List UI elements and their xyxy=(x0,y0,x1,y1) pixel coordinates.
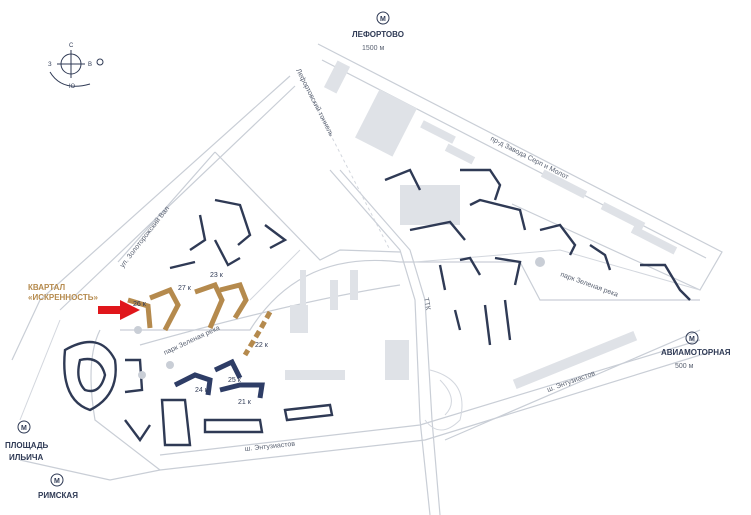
compass-west: З xyxy=(48,62,52,68)
metro-rimskaya: M РИМСКАЯ xyxy=(38,473,78,500)
compass-south: Ю xyxy=(69,84,75,90)
label-building-24: 24 к xyxy=(195,387,209,394)
svg-text:500 м: 500 м xyxy=(675,363,694,370)
metro-icon xyxy=(376,11,390,25)
svg-text:ИЛЬИЧА: ИЛЬИЧА xyxy=(9,453,43,462)
metro-icon xyxy=(685,331,699,345)
street-ttk: ТТК xyxy=(422,297,431,312)
label-building-23: 23 к xyxy=(210,272,224,279)
building-25 xyxy=(213,358,243,380)
label-building-21: 21 к xyxy=(238,399,252,406)
building-22 xyxy=(242,310,273,357)
compass-north: С xyxy=(69,43,74,49)
label-building-22: 22 к xyxy=(255,342,269,349)
street-entuziastov-west: ш. Энтузиастов xyxy=(244,441,295,453)
street-serp-molot: пр-д Завода Серп и Молот xyxy=(489,136,570,182)
svg-text:1500 м: 1500 м xyxy=(362,45,385,52)
label-building-26: 26 к xyxy=(133,301,147,308)
label-building-27: 27 к xyxy=(178,285,192,292)
outlined-buildings xyxy=(63,168,691,447)
street-zelenaya-reka-east: парк Зеленая река xyxy=(559,271,619,298)
metro-icon xyxy=(50,473,64,487)
metro-ploshchad-ilicha: M ПЛОЩАДЬ ИЛЬИЧА xyxy=(5,420,49,462)
project-pointer-arrow xyxy=(98,300,140,320)
svg-text:M: M xyxy=(54,478,60,485)
svg-text:M: M xyxy=(380,16,386,23)
building-23 xyxy=(194,281,249,329)
svg-text:M: M xyxy=(689,336,695,343)
compass-icon xyxy=(49,50,91,87)
building-24 xyxy=(173,372,213,396)
road-network xyxy=(11,43,723,515)
street-zolotorozhsky: ул. Золоторожский Вал xyxy=(118,205,171,269)
compass-east: В xyxy=(88,62,92,68)
context-buildings xyxy=(285,60,678,389)
svg-text:РИМСКАЯ: РИМСКАЯ xyxy=(38,491,78,500)
project-label-line2: «ИСКРЕННОСТЬ» xyxy=(28,293,99,302)
building-27 xyxy=(149,286,181,332)
metro-lefortovo: M ЛЕФОРТОВО 1500 м xyxy=(352,11,404,52)
svg-text:ПЛОЩАДЬ: ПЛОЩАДЬ xyxy=(5,441,49,450)
project-buildings xyxy=(127,281,273,399)
building-21 xyxy=(219,382,265,399)
sun-icon xyxy=(96,58,104,66)
project-label-line1: КВАРТАЛ xyxy=(28,283,66,292)
svg-text:АВИАМОТОРНАЯ: АВИАМОТОРНАЯ xyxy=(661,348,731,357)
tree-icons xyxy=(134,257,545,379)
svg-text:M: M xyxy=(21,425,27,432)
metro-icon xyxy=(17,420,31,434)
metro-aviamotornaya: M АВИАМОТОРНАЯ 500 м xyxy=(661,331,731,370)
label-building-25: 25 к xyxy=(228,377,242,384)
svg-text:ЛЕФОРТОВО: ЛЕФОРТОВО xyxy=(352,30,404,39)
